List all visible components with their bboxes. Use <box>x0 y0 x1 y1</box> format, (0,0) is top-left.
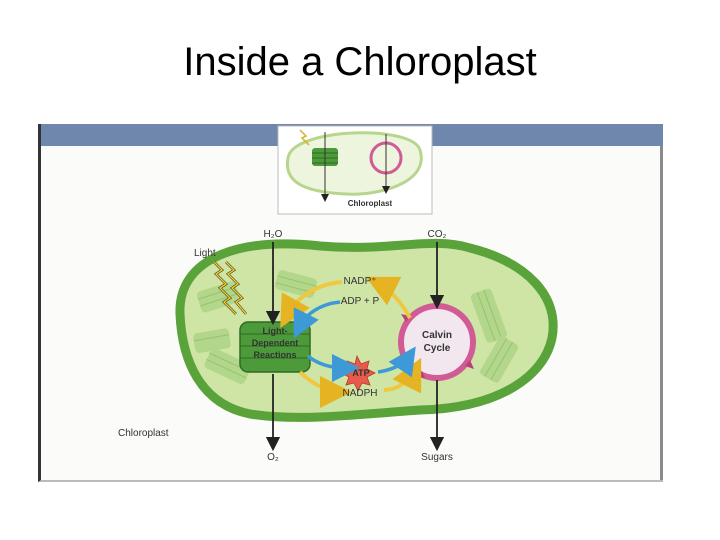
atp-label: ATP <box>352 368 369 378</box>
light-bolts <box>213 261 247 315</box>
nadp-plus-label: NADP⁺ <box>343 276 376 287</box>
light-to-nadph-arrow <box>298 370 352 408</box>
figure-right-edge <box>660 146 663 480</box>
nadp-to-light-arrow <box>280 280 343 328</box>
atp-to-calvin-arrow <box>377 346 416 378</box>
co2-label: CO₂ <box>428 229 447 240</box>
light-reactions-stack: Light- Dependent Reactions <box>239 321 311 373</box>
calvin-line-1: Calvin <box>422 330 452 341</box>
adp-p-label: ADP + P <box>341 296 380 307</box>
slide-title: Inside a Chloroplast <box>183 40 537 84</box>
calvin-to-nadp-arrow <box>365 276 412 319</box>
light-reactions-line-3: Reactions <box>253 350 296 360</box>
light-reactions-line-1: Light- <box>263 326 288 336</box>
light-to-atp-arrow <box>306 353 360 382</box>
sugars-label: Sugars <box>421 452 453 463</box>
o2-label: O₂ <box>267 452 279 463</box>
adp-to-light-arrow <box>293 300 341 339</box>
inset-label: Chloroplast <box>348 199 393 208</box>
light-reactions-line-2: Dependent <box>252 338 299 348</box>
h2o-label: H₂O <box>264 229 283 240</box>
background-thylakoids <box>193 270 519 385</box>
chloroplast-label: Chloroplast <box>118 428 169 439</box>
light-label: Light <box>194 248 216 259</box>
inset-thumbnail: Chloroplast <box>277 125 433 215</box>
calvin-cycle-ring: Calvin Cycle <box>398 303 476 381</box>
calvin-line-2: Cycle <box>424 343 451 354</box>
nadph-label: NADPH <box>342 388 377 399</box>
